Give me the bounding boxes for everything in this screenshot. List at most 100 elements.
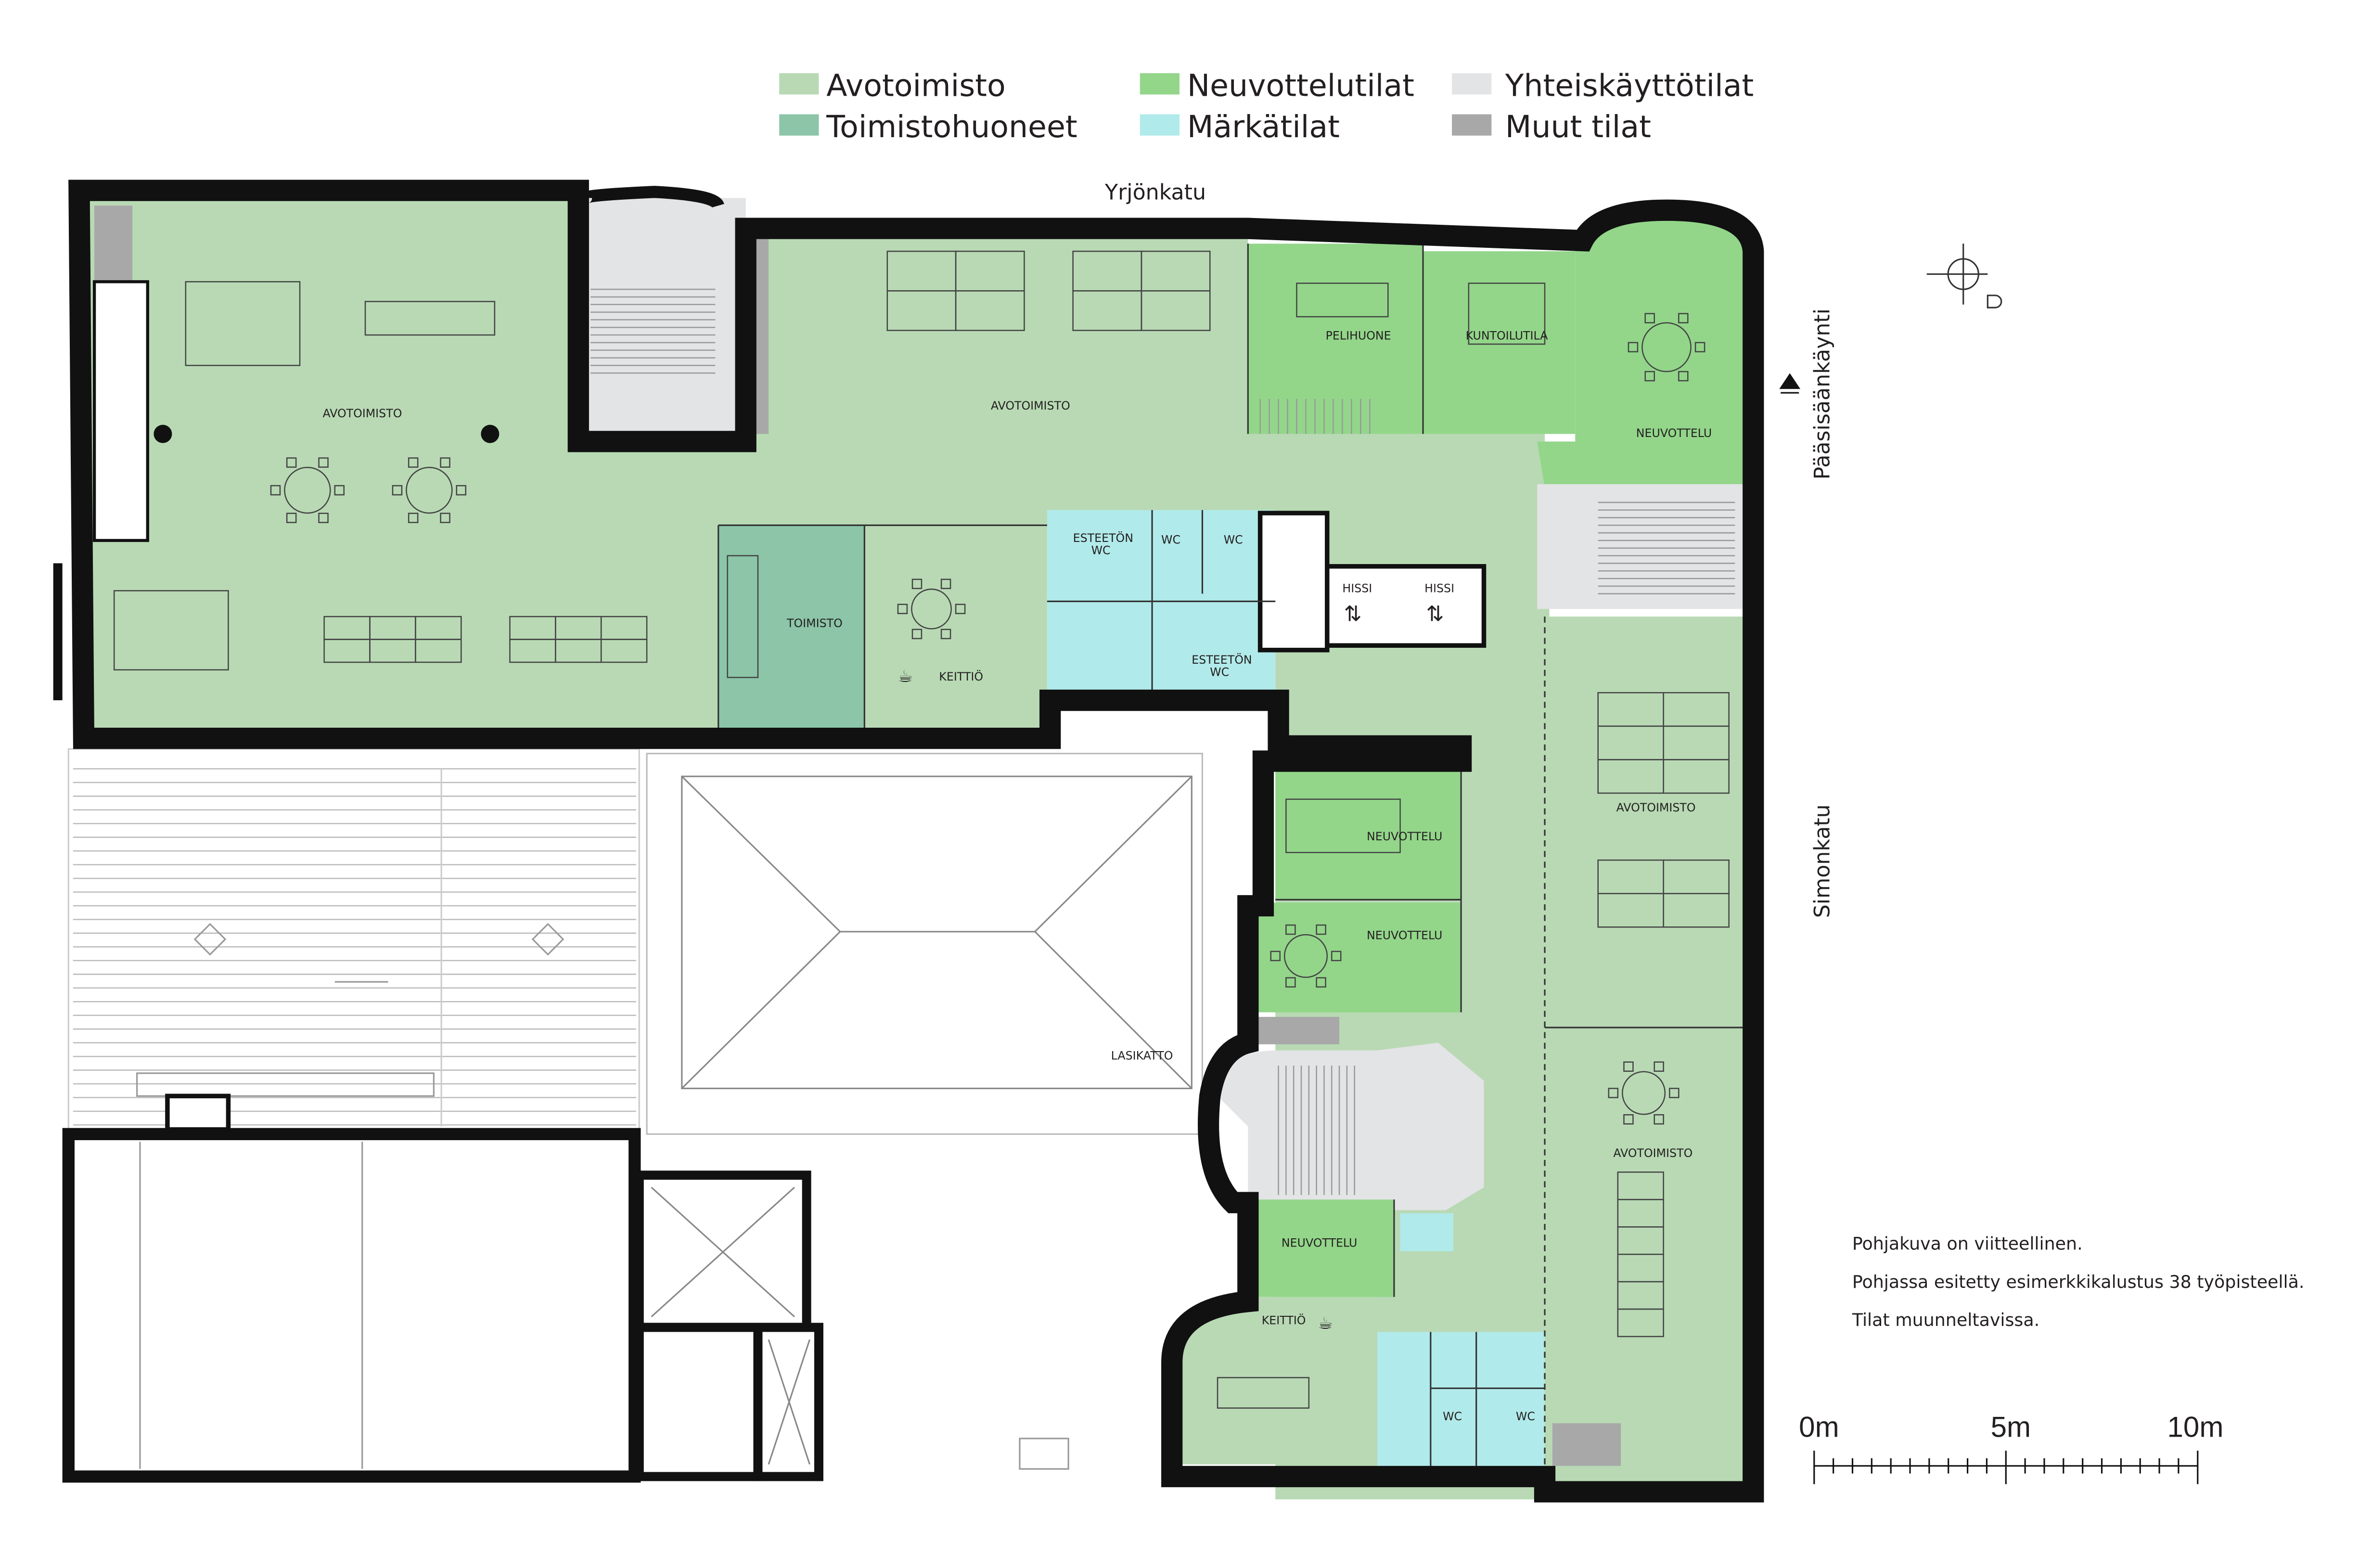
room-label: NEUVOTTELU: [1367, 929, 1442, 942]
chair: [440, 457, 450, 468]
room-label: AVOTOIMISTO: [991, 399, 1070, 412]
chair: [1654, 1061, 1664, 1072]
chair: [1316, 924, 1326, 935]
chair: [955, 604, 966, 615]
chair: [1331, 951, 1342, 962]
scale-label: 10m: [2167, 1411, 2224, 1443]
entrance-label: Pääsisäänkäynti: [1810, 308, 1834, 480]
north-compass-icon: [1926, 244, 2002, 308]
round-table: [284, 466, 331, 514]
legend-label: Yhteiskäyttötilat: [1505, 68, 1754, 103]
chair: [318, 513, 329, 523]
street-label-simonkatu: Simonkatu: [1810, 804, 1834, 918]
room-label: AVOTOIMISTO: [1613, 1146, 1692, 1160]
roof-area-left: [67, 748, 640, 1132]
room-label: AVOTOIMISTO: [322, 407, 402, 420]
table: [1296, 283, 1389, 318]
scale-bar: 0m 5m 10m: [1799, 1411, 2223, 1484]
room-label: PELIHUONE: [1326, 329, 1391, 343]
legend-swatch-avotoimisto: [779, 73, 819, 95]
room-neuvottelu-3: [1244, 1199, 1394, 1297]
chair: [334, 485, 345, 496]
desk: [600, 639, 648, 663]
street-label-yrjonkatu: Yrjönkatu: [1104, 180, 1206, 205]
chair: [1628, 342, 1639, 353]
legend-swatch-markatilat: [1140, 114, 1180, 136]
room-kuntoilutila: [1423, 251, 1576, 434]
room-label: HISSI: [1424, 582, 1454, 595]
legend-label: Märkätilat: [1187, 109, 1340, 144]
coffee-cup-icon: ☕: [898, 667, 913, 686]
scale-label: 5m: [1991, 1411, 2031, 1443]
room-label: KEITTIÖ: [939, 670, 983, 683]
desk: [1141, 290, 1211, 331]
desk: [1663, 759, 1730, 794]
round-table: [1641, 322, 1692, 373]
column: [481, 424, 500, 443]
stairwell-3: [1218, 1042, 1484, 1210]
desk: [1617, 1308, 1664, 1337]
legend: Avotoimisto Toimistohuoneet Neuvotteluti…: [779, 68, 1754, 144]
room-label: ESTEETÖN: [1192, 653, 1252, 667]
room-label: KUNTOILUTILA: [1466, 329, 1549, 343]
elevator-arrows-icon: ⇅: [1426, 602, 1444, 627]
chair: [940, 629, 951, 640]
chair: [1654, 1114, 1664, 1125]
room-toimisto: [718, 525, 865, 731]
legend-label: Avotoimisto: [826, 68, 1005, 103]
chair: [1316, 977, 1326, 988]
legend-swatch-muut-tilat: [1452, 114, 1492, 136]
note-line: Pohjakuva on viitteellinen.: [1852, 1234, 2083, 1254]
legend-label: Muut tilat: [1505, 109, 1651, 144]
desk: [1217, 1377, 1310, 1409]
furniture: [113, 250, 1730, 1409]
chair: [940, 578, 951, 590]
round-table: [406, 466, 453, 514]
sofa-group: [113, 590, 229, 671]
round-table: [1622, 1071, 1666, 1115]
room-neuvottelu-2: [1244, 902, 1462, 1013]
room-label: WC: [1516, 1410, 1535, 1423]
chair: [1694, 342, 1705, 353]
table: [1468, 283, 1546, 345]
chair: [1623, 1061, 1634, 1072]
interior-walls: [718, 244, 1750, 1484]
chair: [911, 578, 923, 590]
stairwell-2: [1537, 484, 1750, 609]
legend-swatch-yhteiskayttotilat: [1452, 73, 1492, 95]
chair: [1669, 1088, 1680, 1098]
room-label: AVOTOIMISTO: [1616, 801, 1696, 814]
chair: [456, 485, 467, 496]
chair: [408, 457, 419, 468]
chair: [1678, 313, 1689, 323]
room-label: TOIMISTO: [786, 617, 843, 630]
shaft-white: [1257, 511, 1330, 653]
chair: [318, 457, 329, 468]
room-label: ESTEETÖN: [1073, 531, 1133, 545]
chair: [1270, 951, 1281, 962]
desk: [955, 290, 1025, 331]
room-label: NEUVOTTELU: [1636, 426, 1712, 440]
room-keittio-bottom: [1180, 1297, 1378, 1465]
room-label: NEUVOTTELU: [1282, 1236, 1357, 1249]
chair: [440, 513, 450, 523]
shaft: [1248, 1016, 1340, 1044]
room-label: WC: [1443, 1410, 1462, 1423]
chair: [897, 604, 908, 615]
chair: [286, 513, 297, 523]
chair: [911, 629, 923, 640]
round-table: [911, 588, 952, 630]
entrance-arrow-icon: [1779, 373, 1801, 394]
exterior-walls: [53, 180, 1764, 1503]
round-table: [1283, 934, 1328, 978]
chair: [1285, 924, 1296, 935]
room-label: KEITTIÖ: [1262, 1314, 1306, 1327]
room-label: WC: [1161, 533, 1180, 546]
chair: [1644, 313, 1655, 323]
desk: [1285, 798, 1401, 853]
room-fills: [83, 198, 1750, 1500]
room-labels: AVOTOIMISTO AVOTOIMISTO PELIHUONE KUNTOI…: [322, 329, 1712, 1423]
adjacent-building: [62, 1128, 1069, 1483]
desk: [415, 639, 462, 663]
